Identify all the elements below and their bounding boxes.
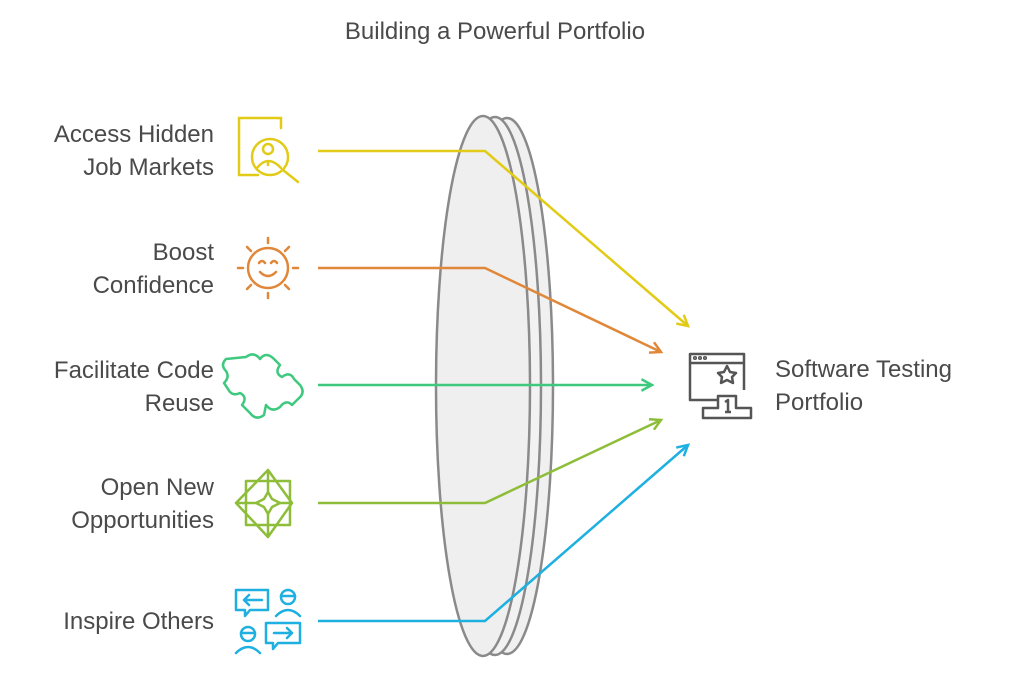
label-line: Open New	[100, 474, 214, 501]
diagram-title: Building a Powerful Portfolio	[344, 18, 646, 45]
connector-arrow	[318, 266, 662, 354]
label-line: Opportunities	[71, 507, 214, 534]
target-line: Portfolio	[775, 389, 864, 416]
connector-arrow	[318, 444, 689, 623]
label-facilitate-code-reuse: Facilitate Code Reuse	[0, 354, 214, 420]
target-line: Software Testing	[775, 356, 952, 383]
person-search-icon	[237, 116, 300, 184]
arrowhead	[676, 314, 690, 328]
label-line: Facilitate Code	[53, 357, 214, 384]
label-open-new-opportunities: Open New Opportunities	[0, 471, 214, 537]
people-chat-icon	[234, 588, 302, 655]
connector-arrow	[318, 149, 689, 327]
star-arrows-icon	[234, 468, 294, 539]
arrowhead	[640, 378, 655, 392]
connector-arrow	[318, 418, 662, 505]
label-line: Reuse	[144, 390, 214, 417]
arrowhead	[648, 341, 664, 354]
label-line: Boost	[152, 239, 214, 266]
browser-podium-icon	[688, 352, 753, 420]
target-label: Software Testing Portfolio	[775, 353, 952, 419]
puzzle-piece-icon	[221, 353, 304, 419]
label-line: Confidence	[92, 272, 214, 299]
arrowhead	[676, 443, 690, 457]
arrowhead	[648, 418, 664, 431]
label-inspire-others: Inspire Others	[0, 605, 214, 638]
label-access-hidden-job-markets: Access Hidden Job Markets	[0, 118, 214, 184]
smiling-sun-icon	[236, 236, 300, 300]
label-boost-confidence: Boost Confidence	[0, 236, 214, 302]
label-line: Job Markets	[83, 154, 214, 181]
label-line: Inspire Others	[63, 608, 214, 635]
label-line: Access Hidden	[53, 121, 214, 148]
